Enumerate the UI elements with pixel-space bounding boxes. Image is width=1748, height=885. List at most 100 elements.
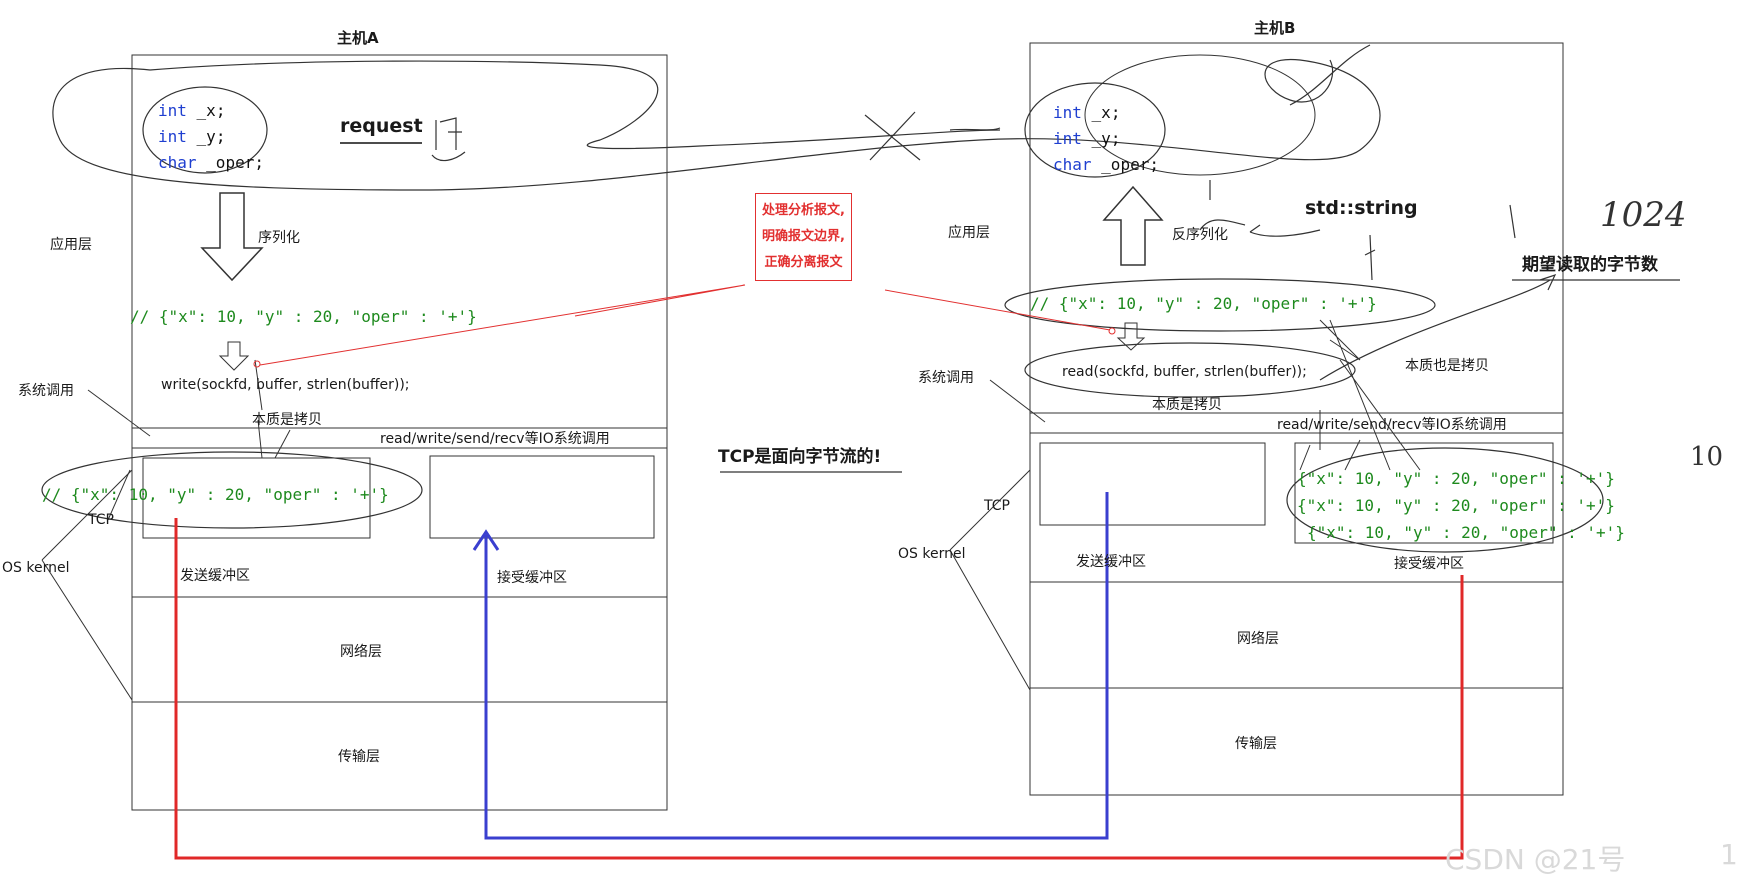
recv-stream-line: {"x": 10, "y" : 20, "oper" : '+'} xyxy=(1297,496,1615,515)
note-pointer-left xyxy=(259,284,746,366)
host-b-send-buffer-label: 发送缓冲区 xyxy=(1076,554,1146,570)
host-a-serialize-label: 序列化 xyxy=(258,230,300,246)
host-b-small-arrow xyxy=(1116,322,1146,351)
host-a-write-call: write(sockfd, buffer, strlen(buffer)); xyxy=(161,377,410,393)
host-a-syscall-pointer xyxy=(87,389,151,437)
host-a-io-bar-label: read/write/send/recv等IO系统调用 xyxy=(380,431,610,447)
code-type: int xyxy=(1053,103,1082,122)
code-type: char xyxy=(1053,155,1092,174)
host-a-send-buffer-label: 发送缓冲区 xyxy=(180,568,250,584)
app-layer-scribble xyxy=(52,58,1381,191)
note-pointer-right xyxy=(884,289,1111,331)
host-a-os-kernel-label: OS kernel xyxy=(2,560,70,576)
host-b-json-ellipse xyxy=(1004,278,1436,332)
host-a-buffer-json: // {"x": 10, "y" : 20, "oper" : '+'} xyxy=(42,485,389,504)
code-type: int xyxy=(158,101,187,120)
host-b-tcp-label: TCP xyxy=(984,498,1010,514)
code-var: _oper; xyxy=(1101,155,1159,174)
host-b-code-line: char _oper; xyxy=(1053,152,1159,178)
host-b-syscall-label: 系统调用 xyxy=(918,370,974,386)
host-b-copy-too-label: 本质也是拷贝 xyxy=(1405,358,1489,374)
deserialize-arrow xyxy=(1102,185,1164,266)
host-b-network-layer-label: 网络层 xyxy=(1237,631,1279,647)
host-b-deserialize-label: 反序列化 xyxy=(1172,227,1228,243)
host-b-string-scribble xyxy=(1249,224,1376,281)
host-a-send-buffer-box xyxy=(142,457,371,539)
blue-arrow-head xyxy=(472,529,500,551)
note-line: 处理分析报文, xyxy=(762,203,845,218)
handwritten-1024: 1024 xyxy=(1600,195,1687,235)
blue-data-path xyxy=(484,492,1109,840)
host-b-io-bar-label: read/write/send/recv等IO系统调用 xyxy=(1277,417,1507,433)
code-var: _oper; xyxy=(206,153,264,172)
host-b-send-buffer-box xyxy=(1039,442,1266,526)
request-label: request xyxy=(340,115,423,137)
host-a-copy-label: 本质是拷贝 xyxy=(252,412,322,428)
host-b-copy-label: 本质是拷贝 xyxy=(1152,397,1222,413)
recv-stream-line: {"x": 10, "y" : 20, "oper" : '+'} xyxy=(1307,523,1625,542)
host-a-recv-buffer-box xyxy=(429,455,655,539)
std-string-label: std::string xyxy=(1305,197,1418,219)
host-b-box xyxy=(1029,42,1564,796)
note-pointer-dot-a xyxy=(253,360,261,368)
host-b-app-layer-label: 应用层 xyxy=(948,225,990,241)
note-pointer-dot-b xyxy=(1108,327,1116,335)
red-data-path xyxy=(174,518,1464,860)
host-a-title: 主机A xyxy=(337,29,379,47)
host-a-recv-buffer-label: 接受缓冲区 xyxy=(497,570,567,586)
handwritten-10: 10 xyxy=(1690,442,1724,472)
host-a-code-line: int _x; xyxy=(158,98,264,124)
recv-stream-line: {"x": 10, "y" : 20, "oper" : '+'} xyxy=(1297,469,1615,488)
code-type: char xyxy=(158,153,197,172)
host-b-deser-scribble xyxy=(1199,180,1246,231)
host-b-recv-stream: {"x": 10, "y" : 20, "oper" : '+'} {"x": … xyxy=(1297,465,1625,546)
host-a-json-line: // {"x": 10, "y" : 20, "oper" : '+'} xyxy=(130,307,477,326)
cross-mark xyxy=(864,111,1001,161)
page-number: 1 xyxy=(1720,838,1738,871)
host-b-transport-layer-label: 传输层 xyxy=(1235,736,1277,752)
host-a-app-layer-label: 应用层 xyxy=(50,237,92,253)
host-a-buffer-ellipse xyxy=(41,451,423,529)
host-a-box xyxy=(131,54,668,811)
host-b-recv-buffer-box xyxy=(1294,442,1554,544)
host-b-recv-ellipse xyxy=(1286,447,1604,553)
host-a-copy-lines xyxy=(254,359,291,459)
host-b-kernel-bracket xyxy=(949,469,1031,691)
host-b-code-ellipse xyxy=(1024,82,1166,178)
host-b-os-kernel-label: OS kernel xyxy=(898,546,966,562)
host-a-code-block: int _x; int _y; char _oper; xyxy=(158,98,264,176)
code-var: _y; xyxy=(1091,129,1121,148)
host-a-syscall-label: 系统调用 xyxy=(18,383,74,399)
host-b-right-tick xyxy=(1509,204,1516,239)
code-var: _x; xyxy=(1091,103,1121,122)
host-a-tcp-pointer xyxy=(107,469,131,521)
host-b-code-line: int _x; xyxy=(1053,100,1159,126)
code-var: _x; xyxy=(196,101,226,120)
code-var: _y; xyxy=(196,127,226,146)
host-a-code-line: char _oper; xyxy=(158,150,264,176)
host-b-copy-lines xyxy=(1299,319,1421,471)
tcp-byte-stream-label: TCP是面向字节流的! xyxy=(718,447,882,467)
code-type: int xyxy=(1053,129,1082,148)
host-a-transport-layer-label: 传输层 xyxy=(338,749,380,765)
host-b-read-ellipse xyxy=(1024,342,1356,398)
message-parsing-note: 处理分析报文, 明确报文边界, 正确分离报文 xyxy=(755,193,852,281)
host-a-code-line: int _y; xyxy=(158,124,264,150)
host-b-code-block: int _x; int _y; char _oper; xyxy=(1053,100,1159,178)
host-b-json-line: // {"x": 10, "y" : 20, "oper" : '+'} xyxy=(1030,294,1377,313)
host-b-expect-pointer xyxy=(1319,273,1557,381)
note-line: 正确分离报文 xyxy=(764,255,843,270)
watermark: CSDN @21号 xyxy=(1445,843,1626,876)
host-b-code-line: int _y; xyxy=(1053,126,1159,152)
code-type: int xyxy=(158,127,187,146)
host-b-syscall-pointer xyxy=(989,379,1046,423)
host-a-code-ellipse xyxy=(142,86,268,174)
host-b-title: 主机B xyxy=(1254,19,1296,37)
expected-bytes-label: 期望读取的字节数 xyxy=(1522,255,1658,275)
serialize-arrow xyxy=(200,192,264,282)
host-b-code-ellipse-2 xyxy=(1084,54,1316,176)
host-a-tcp-label: TCP xyxy=(88,512,114,528)
host-b-read-call: read(sockfd, buffer, strlen(buffer)); xyxy=(1062,364,1307,380)
note-line: 明确报文边界, xyxy=(762,229,845,244)
